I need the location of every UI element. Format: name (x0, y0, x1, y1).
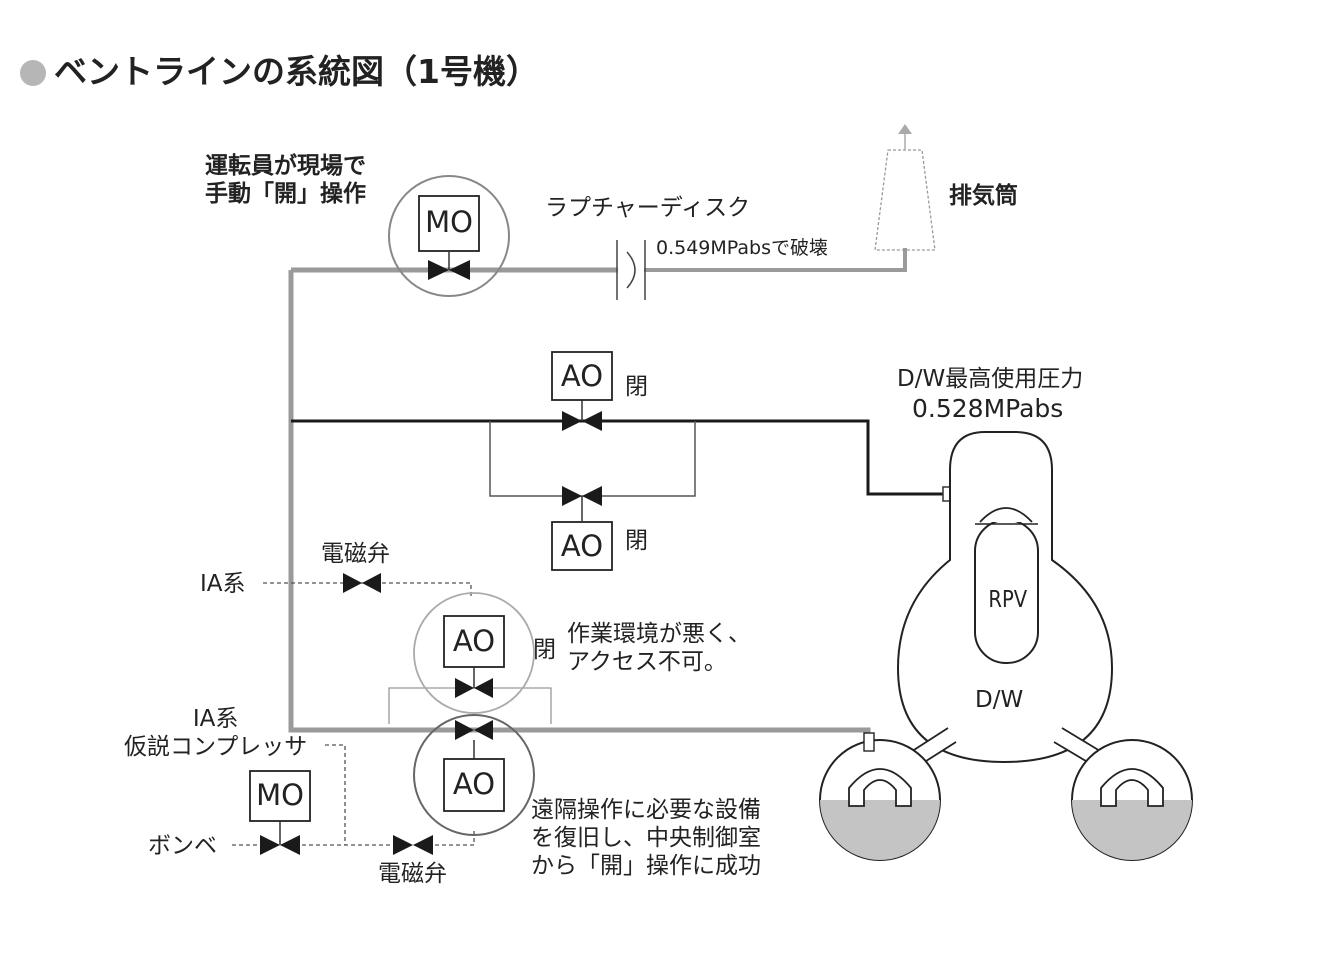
stack-label: 排気筒 (949, 183, 1018, 209)
page-title-text: ベントラインの系統図（1号機） (54, 52, 539, 91)
bowtie-valve-icon (393, 835, 433, 855)
bowtie-valve-icon (343, 573, 381, 593)
mo-top-label: MO (425, 205, 473, 239)
dw-pressure-line (291, 419, 945, 496)
vent-top-line-right (644, 248, 907, 272)
inaccessible-note: 作業環境が悪く、 アクセス不可。 (567, 621, 751, 676)
dw-label: D/W (975, 687, 1024, 713)
mo-actuator-bottom (249, 770, 311, 822)
interlock-frame (388, 687, 552, 724)
success-note: 遠隔操作に必要な設備 を復旧し、中央制御室 から「開」操作に成功 (531, 797, 761, 880)
solenoid-label-upper: 電磁弁 (321, 541, 390, 567)
highlight-circle-ao-middle (413, 592, 535, 714)
closed-label-upper: 閉 (625, 374, 648, 400)
bowtie-valve-icon (455, 720, 493, 740)
dw-max-pressure-label: D/W最高使用圧力 (897, 366, 1084, 392)
ao-middle-label: AO (452, 624, 496, 658)
suppression-chamber-left (819, 732, 941, 861)
mo-bottom-label: MO (256, 778, 304, 812)
ao-actuator-upper (551, 351, 613, 401)
dw-max-pressure-value: 0.528MPabs (912, 394, 1064, 423)
bowtie-valve-icon (428, 260, 470, 280)
closed-label-bypass: 閉 (625, 528, 648, 554)
ao-bottom-label: AO (452, 767, 496, 801)
ao-upper-label: AO (560, 359, 604, 393)
page-title: ベントラインの系統図（1号機） (20, 52, 539, 92)
rupture-disk (616, 240, 646, 300)
bullet-dot (20, 60, 46, 86)
ao-actuator-bottom (443, 758, 505, 812)
suppression-chamber-right (1071, 739, 1193, 861)
rpv-label: RPV (988, 587, 1028, 613)
ao-actuator-middle (443, 615, 505, 668)
solenoid-label-lower: 電磁弁 (378, 861, 447, 887)
mo-actuator-top (418, 195, 480, 252)
cylinder-label: ボンベ (148, 833, 217, 859)
operator-note: 運転員が現場で 手動「開」操作 (205, 153, 366, 208)
ao-bypass-label: AO (560, 529, 604, 563)
highlight-circle-ao-bottom (413, 714, 535, 836)
ia-system-label: IA系 (200, 571, 246, 597)
highlight-circle-mo-top (388, 175, 510, 297)
ia-compressor-label: IA系 仮説コンプレッサ (124, 706, 308, 761)
ia-line-lower (325, 744, 346, 845)
valve-stems (279, 252, 583, 845)
ao-actuator-bypass (551, 521, 613, 571)
bowtie-valve-icon (562, 486, 602, 506)
rupture-pressure-label: 0.549MPabsで破壊 (656, 237, 828, 259)
rupture-disk-label: ラプチャーディスク (545, 195, 751, 221)
exhaust-stack (874, 124, 936, 251)
bowtie-valve-icon (260, 835, 300, 855)
rpv-vessel (974, 507, 1039, 664)
cylinder-line (232, 828, 475, 846)
closed-label-middle: 閉 (533, 637, 556, 663)
bowtie-valve-icon (562, 411, 602, 431)
bypass-line (489, 421, 696, 497)
bowtie-valve-icon (455, 678, 493, 698)
